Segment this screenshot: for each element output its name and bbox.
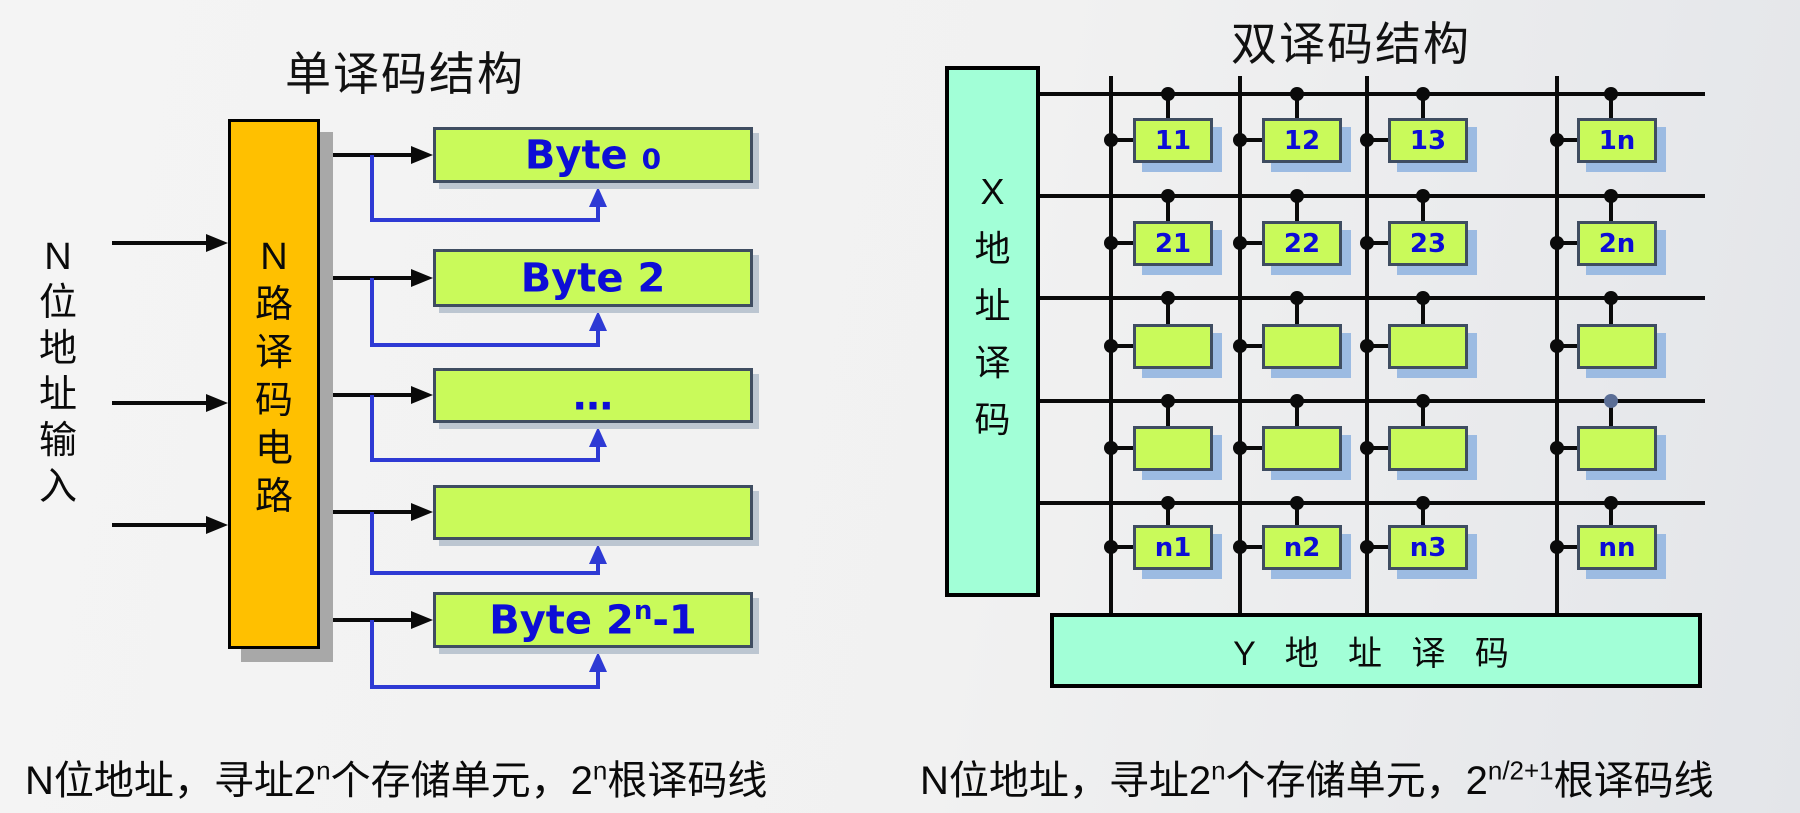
input-arrows (112, 234, 228, 534)
byte-box-ellipsis-label: … (573, 373, 613, 420)
x-address-decoder-label: X 地 址 译 码 (974, 171, 1011, 440)
slate-junction-dot (1604, 394, 1618, 408)
memory-cell-2n: 2n (1577, 221, 1657, 266)
y-address-decoder-label: Y 地 址 译 码 (1233, 635, 1519, 673)
left-caption: N位地址，寻址2n个存储单元，2n根译码线 (25, 755, 768, 803)
word-line-arrows (320, 146, 433, 629)
byte-box-last-label: Byte 2n-1 (489, 596, 697, 644)
memory-cell-r3cn (1577, 324, 1657, 369)
feedback-lines (370, 155, 607, 689)
n-way-decoder-label: N 路 译 码 电 路 (254, 236, 293, 518)
y-address-decoder-block: Y 地 址 译 码 (1050, 613, 1702, 688)
x-word-lines (1040, 92, 1705, 505)
address-input-label: N 位 地 址 输 入 (38, 236, 77, 508)
memory-cell-n2: n2 (1262, 525, 1342, 570)
memory-cell-r4c1 (1133, 426, 1213, 471)
byte-box-0: Byte 0 (433, 127, 753, 183)
right-caption: N位地址，寻址2n个存储单元，2n/2+1根译码线 (920, 755, 1714, 803)
byte-box-blank (433, 485, 753, 540)
memory-cell-23: 23 (1388, 221, 1468, 266)
n-way-decoder-block (228, 119, 320, 649)
memory-cell-11: 11 (1133, 118, 1213, 163)
cell-connections (1104, 87, 1618, 554)
memory-cell-nn: nn (1577, 525, 1657, 570)
memory-cell-r4c2 (1262, 426, 1342, 471)
memory-cell-13: 13 (1388, 118, 1468, 163)
memory-cell-21: 21 (1133, 221, 1213, 266)
right-title: 双译码结构 (1231, 18, 1471, 70)
memory-cell-n3: n3 (1388, 525, 1468, 570)
memory-cell-r4cn (1577, 426, 1657, 471)
memory-cell-r3c1 (1133, 324, 1213, 369)
byte-box-1: Byte 2 (433, 249, 753, 307)
byte-box-ellipsis: … (433, 368, 753, 423)
byte-box-1-label: Byte 2 (520, 255, 666, 302)
byte-box-0-label: Byte 0 (524, 132, 662, 179)
memory-cell-r3c3 (1388, 324, 1468, 369)
x-address-decoder-block (945, 66, 1040, 597)
memory-cell-n1: n1 (1133, 525, 1213, 570)
byte-box-last: Byte 2n-1 (433, 592, 753, 648)
left-title: 单译码结构 (285, 48, 525, 100)
memory-cell-12: 12 (1262, 118, 1342, 163)
memory-cell-22: 22 (1262, 221, 1342, 266)
memory-cell-r4c3 (1388, 426, 1468, 471)
memory-cell-r3c2 (1262, 324, 1342, 369)
memory-cell-1n: 1n (1577, 118, 1657, 163)
